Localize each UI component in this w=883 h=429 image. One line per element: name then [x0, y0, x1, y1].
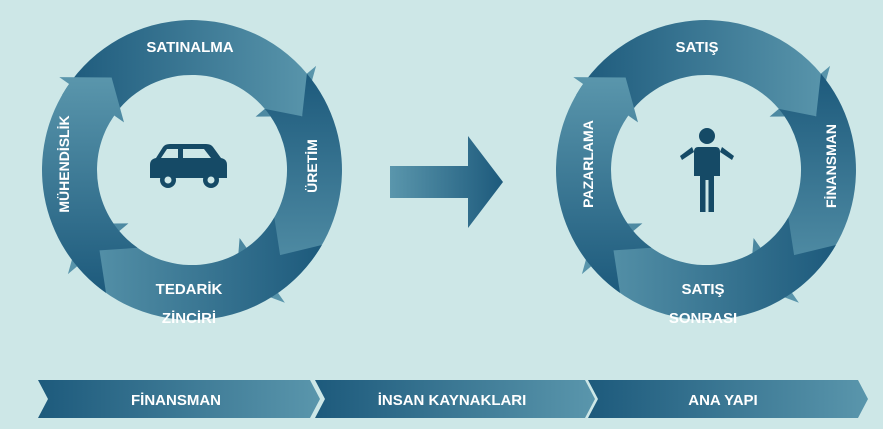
right-segment-label-top: SATIŞ [675, 39, 718, 56]
bottom-bar-label-finansman: FİNANSMAN [131, 392, 221, 409]
right-cycle-segment-bottom [581, 217, 836, 320]
arrow-right-icon [390, 136, 503, 228]
bottom-bar-item-ana-yapi [588, 380, 868, 418]
left-segment-label-top: SATINALMA [146, 39, 233, 56]
bottom-bar: FİNANSMAN İNSAN KAYNAKLARI ANA YAPI [38, 380, 868, 418]
right-cycle-segment-top [576, 20, 831, 123]
bottom-bar-item-insan-kaynaklari [315, 380, 595, 418]
right-cycle-segment-left [555, 77, 652, 293]
left-cycle-segment-bottom [67, 217, 322, 320]
right-segment-label-right: FİNANSMAN [823, 124, 839, 208]
right-segment-label-bottom-line1: SATIŞ [681, 281, 724, 298]
left-cycle: SATINALMA ÜRETİM TEDARİK ZİNCİRİ MÜHENDİ… [41, 20, 342, 327]
right-cycle: SATIŞ FİNANSMAN SATIŞ SONRASI PAZARLAMA [555, 20, 856, 327]
right-segment-label-left: PAZARLAMA [580, 120, 596, 208]
bottom-bar-label-insan-kaynaklari: İNSAN KAYNAKLARI [378, 392, 527, 409]
bottom-bar-item-finansman [38, 380, 320, 418]
right-segment-label-bottom-line2: SONRASI [669, 310, 737, 327]
left-segment-label-left: MÜHENDİSLİK [56, 115, 72, 212]
left-cycle-segment-left [41, 77, 138, 293]
bottom-bar-label-ana-yapi: ANA YAPI [688, 392, 757, 409]
person-icon [680, 128, 734, 212]
left-segment-label-bottom-line1: TEDARİK [156, 281, 223, 298]
left-segment-label-right: ÜRETİM [304, 139, 320, 193]
car-icon [150, 144, 227, 188]
left-segment-label-bottom-line2: ZİNCİRİ [162, 310, 216, 327]
left-cycle-segment-top [62, 20, 317, 123]
